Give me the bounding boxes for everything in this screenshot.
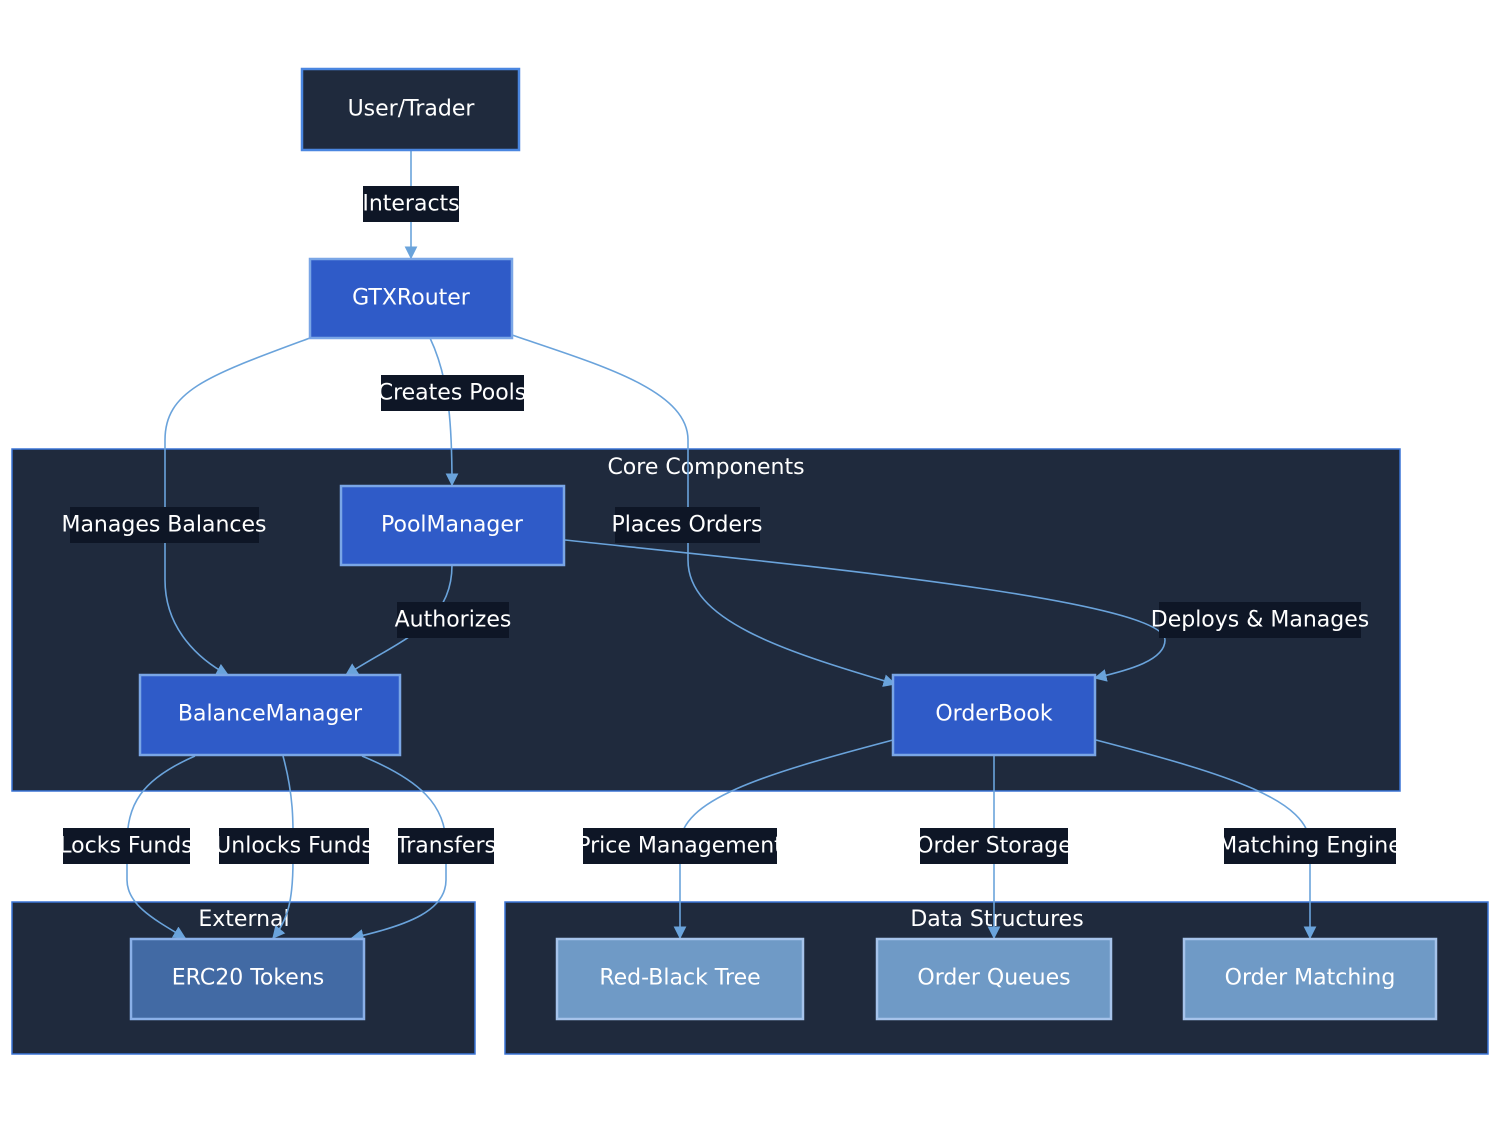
edge-label-locks-funds: Locks Funds (59, 834, 192, 859)
node-balance-manager[interactable]: BalanceManager (138, 673, 402, 757)
edge-label-deploys-manages: Deploys & Manages (1151, 608, 1370, 633)
node-order-queues-label: Order Queues (917, 966, 1070, 991)
edge-label-price-management: Price Management (577, 834, 783, 859)
node-user-trader-label: User/Trader (348, 97, 476, 122)
node-user-trader[interactable]: User/Trader (300, 67, 521, 152)
node-order-book[interactable]: OrderBook (891, 673, 1097, 757)
node-order-matching[interactable]: Order Matching (1182, 937, 1438, 1021)
node-erc20-tokens[interactable]: ERC20 Tokens (129, 937, 366, 1021)
cluster-data-structures-title: Data Structures (910, 907, 1083, 932)
edge-label-transfers: Transfers (395, 834, 496, 859)
edge-label-matching-engine: Matching Engine (1218, 834, 1402, 859)
edge-label-creates-pools: Creates Pools (378, 381, 527, 406)
node-order-matching-label: Order Matching (1225, 966, 1396, 991)
edge-deploys-manages (564, 539, 1166, 682)
edge-manages-balances (164, 337, 311, 676)
cluster-core-title: Core Components (607, 455, 804, 480)
edge-label-order-storage: Order Storage (916, 834, 1072, 859)
node-red-black-tree-label: Red-Black Tree (599, 966, 760, 991)
node-gtx-router[interactable]: GTXRouter (308, 257, 514, 340)
node-gtx-router-label: GTXRouter (352, 286, 471, 311)
edge-label-manages-balances: Manages Balances (61, 513, 266, 538)
edge-labels: Interacts Creates Pools Manages Balances… (59, 186, 1402, 864)
edge-places-orders (511, 334, 897, 687)
node-pool-manager[interactable]: PoolManager (339, 484, 566, 567)
edge-label-authorizes: Authorizes (395, 608, 512, 633)
cluster-external-title: External (198, 907, 289, 932)
node-pool-manager-label: PoolManager (381, 513, 524, 538)
node-order-book-label: OrderBook (935, 702, 1053, 727)
edge-label-places-orders: Places Orders (612, 513, 763, 538)
node-red-black-tree[interactable]: Red-Black Tree (555, 937, 805, 1021)
node-erc20-tokens-label: ERC20 Tokens (172, 966, 325, 991)
edge-label-interacts: Interacts (362, 192, 459, 217)
edge-label-unlocks-funds: Unlocks Funds (215, 834, 373, 859)
node-balance-manager-label: BalanceManager (178, 702, 363, 727)
node-order-queues[interactable]: Order Queues (875, 937, 1113, 1021)
